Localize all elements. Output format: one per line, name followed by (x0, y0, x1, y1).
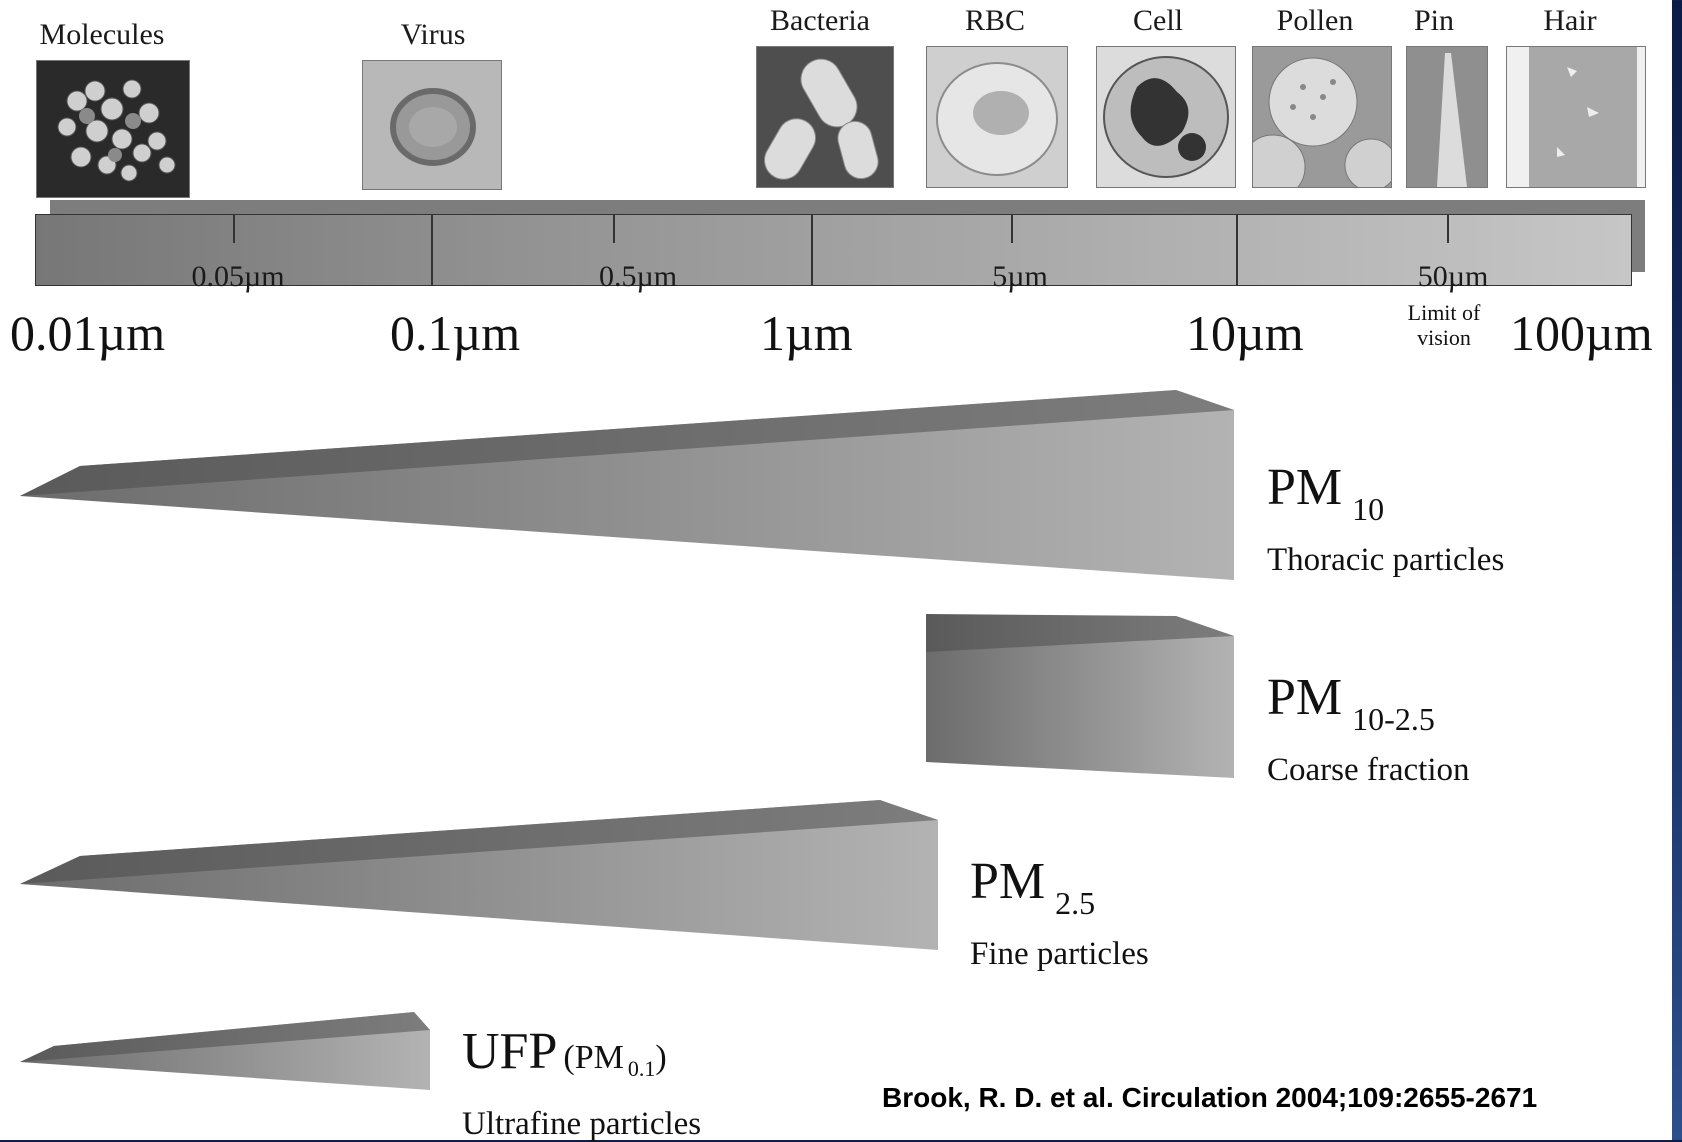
pm10-description: Thoracic particles (1267, 542, 1505, 578)
scale-major-0-1um: 0.1µm (390, 305, 521, 361)
limit-label-line2: vision (1417, 325, 1471, 351)
pm10-subscript: 10 (1352, 491, 1385, 527)
scale-major-100um: 100µm (1510, 305, 1653, 361)
pm2-5-subscript: 2.5 (1055, 885, 1096, 921)
pm10-2-5-name: PM (1267, 669, 1343, 726)
ruler-divider (431, 215, 433, 285)
scale-label-50um: 50µm (1417, 260, 1489, 293)
scale-label-0-5um: 0.5µm (598, 260, 678, 293)
pin-image (1406, 46, 1488, 188)
ruler-tick (1447, 215, 1449, 243)
pm10-2-5-wedge (926, 614, 1234, 778)
pm10-wedge (20, 390, 1234, 580)
pollen-image (1252, 46, 1392, 188)
label-bacteria: Bacteria (770, 4, 870, 37)
pm10-2-5-subscript: 10-2.5 (1352, 701, 1435, 737)
hair-image (1506, 46, 1646, 188)
ruler-tick (613, 215, 615, 243)
ufp-name: UFP (462, 1023, 558, 1080)
ruler-tick (1011, 215, 1013, 243)
scale-major-1um: 1µm (760, 305, 853, 361)
label-cell: Cell (1133, 4, 1183, 37)
bacteria-image (756, 46, 894, 188)
pm10-2-5-description: Coarse fraction (1267, 752, 1470, 788)
limit-of-vision-label: Limit of vision (1374, 300, 1514, 351)
ruler-divider (811, 215, 813, 285)
ufp-paren-open: (PM (563, 1039, 624, 1076)
citation-text: Brook, R. D. et al. Circulation 2004;109… (882, 1082, 1538, 1113)
scale-major-10um: 10µm (1186, 305, 1304, 361)
ufp-wedge (20, 1012, 430, 1090)
wedge-graphic (20, 390, 1234, 1090)
molecule-image (36, 60, 190, 198)
ruler-tick (233, 215, 235, 243)
ufp-paren-close: ) (655, 1039, 667, 1076)
pm2-5-name: PM (970, 853, 1046, 910)
ufp-description: Ultrafine particles (462, 1106, 702, 1142)
label-rbc: RBC (964, 4, 1026, 37)
label-hair: Hair (1543, 4, 1597, 37)
label-pin: Pin (1413, 4, 1455, 37)
scale-label-5um: 5µm (992, 260, 1048, 293)
limit-label-line1: Limit of (1407, 300, 1481, 325)
ruler-divider (1236, 215, 1238, 285)
size-scale-bar (35, 214, 1632, 286)
cell-image (1096, 46, 1236, 188)
label-molecules: Molecules (39, 18, 165, 51)
label-pollen: Pollen (1276, 4, 1354, 37)
label-virus: Virus (400, 18, 466, 51)
pm2-5-wedge (20, 800, 938, 950)
pm10-name: PM (1267, 459, 1343, 516)
scale-label-0-05um: 0.05µm (191, 260, 285, 293)
red-blood-cell-image (926, 46, 1068, 188)
pm2-5-description: Fine particles (970, 936, 1149, 972)
virus-image (362, 60, 502, 190)
ufp-subscript: 0.1 (627, 1056, 656, 1081)
scale-major-0-01um: 0.01µm (10, 305, 166, 361)
